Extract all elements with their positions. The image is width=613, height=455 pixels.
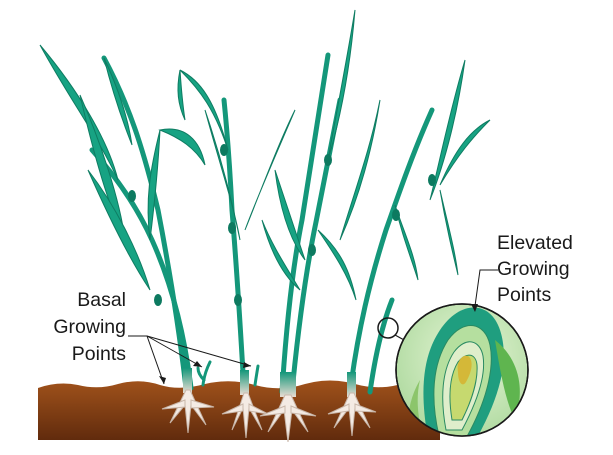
leaf [104, 58, 132, 145]
basal-label-line-2: Growing [53, 316, 126, 338]
leaves [40, 10, 490, 300]
leaf [88, 170, 150, 290]
elevated-label-line-1: Elevated [497, 232, 573, 254]
leaf [328, 10, 355, 160]
elevated-label-line-2: Growing [497, 258, 570, 280]
leaf [440, 190, 458, 275]
stem-7 [370, 300, 392, 392]
stem-3 [224, 100, 244, 390]
basal-label-line-1: Basal [77, 289, 126, 311]
leaf [160, 129, 205, 165]
elevated-leader-line [475, 270, 498, 306]
leaf [318, 230, 356, 300]
leaf [178, 70, 185, 120]
elevated-label-line-3: Points [497, 284, 551, 306]
leaf [340, 100, 380, 240]
basal-label-line-3: Points [72, 343, 126, 365]
stems [92, 55, 432, 392]
